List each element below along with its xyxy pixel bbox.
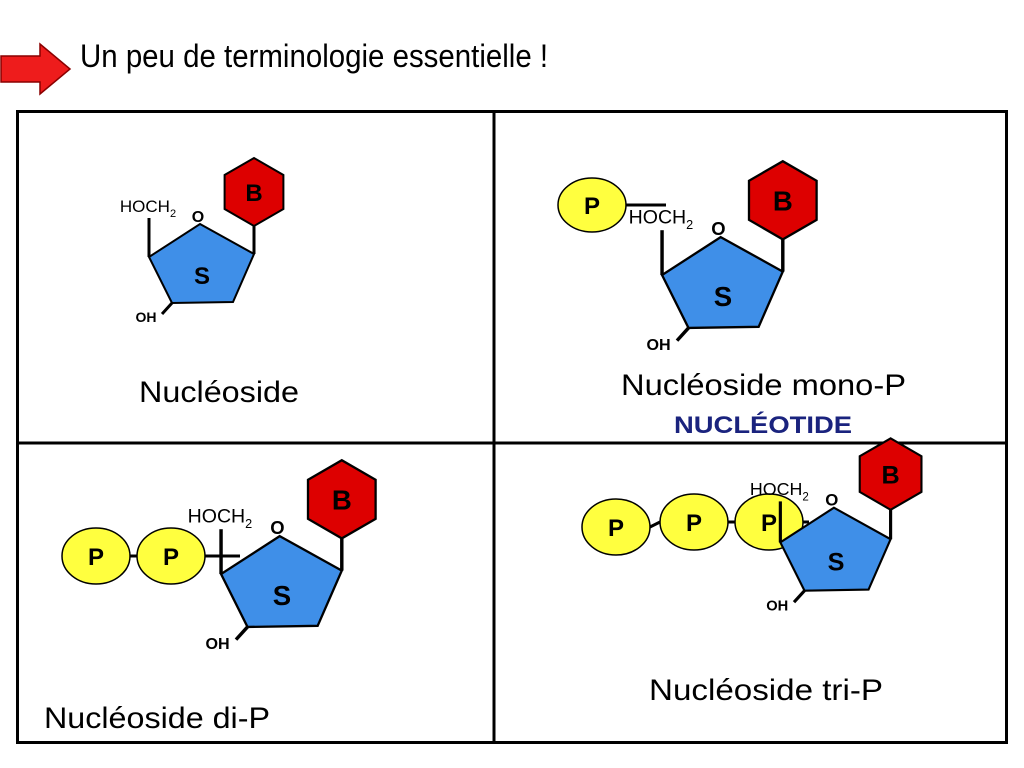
hoch2-label: HOCH2 (188, 505, 253, 531)
sugar-label: S (714, 281, 732, 312)
panel-label: Nucléoside (139, 376, 299, 409)
nucleotide-subtitle: NUCLÉOTIDE (674, 411, 852, 439)
phosphate-label: P (686, 510, 702, 537)
oh-bond (792, 589, 806, 604)
base-label: B (773, 186, 793, 217)
hoch2-label: HOCH2 (750, 479, 809, 503)
base-label: B (881, 462, 899, 490)
phosphate-ellipse (659, 493, 729, 551)
oxygen-label: O (192, 209, 204, 226)
sugar-label: S (828, 549, 845, 577)
sugar-pentagon (147, 222, 256, 305)
base-hexagon (223, 156, 285, 228)
oh-label: OH (766, 599, 788, 615)
oh-bond (160, 301, 174, 316)
hoch2-label: HOCH2 (629, 206, 694, 232)
panel-label: Nucléoside mono-P (621, 369, 906, 402)
phosphate-label: P (163, 544, 179, 571)
oh-bond (234, 625, 249, 641)
base-hexagon (306, 458, 377, 540)
slide-title: Un peu de terminologie essentielle ! (80, 38, 549, 74)
oh-label: OH (136, 309, 157, 325)
oxygen-label: O (825, 491, 838, 510)
oh-label: OH (206, 635, 230, 653)
phosphate-ellipse (734, 493, 804, 551)
sugar-label: S (194, 263, 210, 290)
base-hexagon (747, 159, 818, 241)
base-label: B (245, 180, 262, 207)
phosphate-ellipse (136, 527, 206, 585)
oh-bond (675, 326, 690, 342)
oxygen-label: O (711, 218, 725, 239)
sugar-label: S (273, 580, 291, 611)
base-hexagon (858, 437, 923, 512)
oh-label: OH (647, 336, 671, 354)
phosphate-label: P (584, 193, 600, 220)
phosphate-label: P (761, 510, 777, 537)
hoch2-label: HOCH2 (120, 197, 176, 220)
sugar-pentagon (660, 235, 785, 330)
phosphate-label: P (88, 544, 104, 571)
panel-label: Nucléoside tri-P (649, 674, 883, 707)
panel-label: Nucléoside di-P (44, 702, 270, 735)
phosphate-ellipse (61, 527, 131, 585)
sugar-pentagon (219, 534, 344, 629)
phosphate-ellipse (581, 498, 651, 556)
base-label: B (332, 485, 352, 516)
sugar-pentagon (778, 506, 892, 592)
phosphate-label: P (608, 515, 624, 542)
phosphate-chain: P (557, 177, 666, 233)
phosphate-ellipse (557, 177, 627, 233)
oxygen-label: O (270, 517, 284, 538)
red-arrow-icon (0, 42, 72, 96)
phosphate-bond (649, 520, 661, 529)
